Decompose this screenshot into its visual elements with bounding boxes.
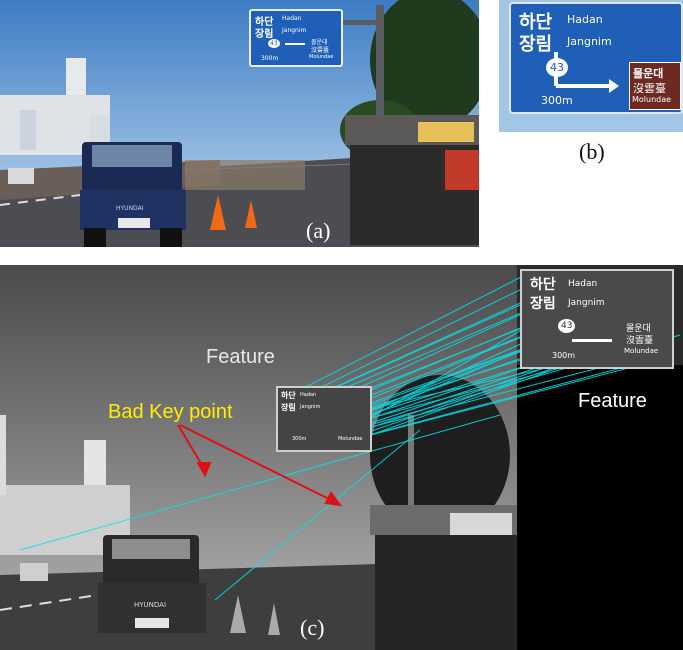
sign-b-right-ko: 몰운대 [633, 67, 664, 80]
caption-b: (b) [579, 139, 605, 164]
sign-a-line2-en: Jangnim [282, 27, 307, 34]
road-sign-c-small: 하단 Hadan 장림 Jangnim Molundae 300m [276, 386, 372, 452]
sign-b-right-en: Molundae [632, 95, 672, 104]
sign-a-line1-en: Hadan [282, 15, 302, 22]
sign-c-large-line2-ko: 장림 [530, 296, 556, 312]
sign-b-right-ko2: 沒雲臺 [633, 82, 666, 95]
sign-b-route: 43 [546, 58, 568, 77]
sign-c-small-line1-ko: 하단 [281, 391, 296, 400]
sign-c-small-line2-en: Jangnim [300, 404, 321, 410]
sign-a-route: 43 [268, 39, 280, 48]
truck-brand-c: HYUNDAI [134, 601, 167, 609]
street-scene-color [0, 0, 479, 247]
sign-c-large-distance: 300m [552, 351, 576, 360]
panel-c-feature-matching: 하단 Hadan 장림 Jangnim Molundae 300m 하단 Had… [0, 265, 683, 650]
sign-b-right-arrow-icon [556, 84, 611, 88]
sign-c-large-right-ko2: 沒雲臺 [626, 336, 654, 346]
feature-label-right: Feature [578, 390, 647, 412]
caption-a: (a) [306, 218, 331, 243]
truck-brand-a: HYUNDAI [116, 205, 144, 212]
sign-a-arrow-icon [285, 43, 305, 45]
sign-c-small-line1-en: Hadan [300, 392, 317, 398]
sign-c-large-right-ko: 몰운대 [626, 324, 651, 334]
sign-b-line1-en: Hadan [567, 13, 603, 26]
sign-c-large-line1-en: Hadan [568, 279, 598, 289]
bad-keypoint-arrows [177, 424, 343, 507]
sign-a-right-ko2: 沒雲臺 [311, 47, 330, 54]
road-sign-c-large: 하단 Hadan 장림 Jangnim 43 몰운대 沒雲臺 Molundae … [520, 269, 674, 369]
sign-a-distance: 300m [261, 55, 279, 62]
road-sign-a: 하단 Hadan 장림 Jangnim 43 몰운대 沒雲臺 Molundae … [249, 9, 343, 67]
sign-b-line2-ko: 장림 [519, 34, 553, 55]
sign-c-large-line1-ko: 하단 [530, 277, 556, 293]
feature-label-left: Feature [206, 346, 275, 368]
sign-c-small-distance: 300m [292, 436, 307, 442]
sign-b-line1-ko: 하단 [519, 12, 553, 33]
sign-b-distance: 300m [541, 94, 573, 107]
sign-b-destination-box: 몰운대 沒雲臺 Molundae [629, 62, 681, 110]
sign-a-line2-ko: 장림 [255, 29, 274, 40]
caption-c: (c) [300, 615, 325, 640]
panel-b-sign-crop: 하단 Hadan 장림 Jangnim 43 몰운대 沒雲臺 Molundae … [499, 0, 683, 132]
panel-a-photo: 하단 Hadan 장림 Jangnim 43 몰운대 沒雲臺 Molundae … [0, 0, 479, 247]
sign-c-large-route: 43 [558, 319, 576, 333]
sign-b-right-arrowhead-icon [609, 79, 619, 93]
sign-c-large-line2-en: Jangnim [568, 298, 605, 308]
sign-c-large-right-arrow-icon [572, 339, 612, 342]
road-sign-b: 하단 Hadan 장림 Jangnim 43 몰운대 沒雲臺 Molundae … [509, 2, 683, 114]
sign-c-large-right-en: Molundae [624, 347, 659, 355]
sign-a-right-en: Molundae [309, 54, 334, 60]
bad-keypoint-label: Bad Key point [108, 401, 233, 423]
sign-c-small-line2-ko: 장림 [281, 403, 296, 412]
sign-a-right-ko: 몰운대 [311, 39, 328, 46]
sign-b-line2-en: Jangnim [567, 35, 612, 48]
sign-c-small-right-en: Molundae [338, 436, 363, 442]
sign-a-line1-ko: 하단 [255, 17, 274, 28]
